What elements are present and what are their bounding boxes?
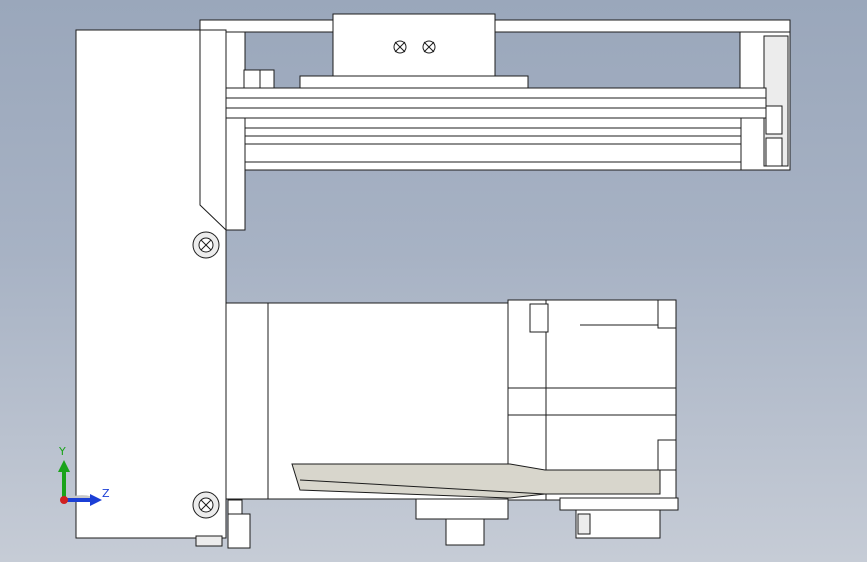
rail-bolt [259, 69, 275, 89]
rail-bolt [243, 69, 261, 89]
gearbox-body [507, 299, 677, 501]
gearbox-bolt [657, 439, 677, 471]
motor-assembly [225, 299, 679, 546]
carriage-screw-icon [422, 40, 436, 54]
rail-main-beam [203, 87, 767, 119]
column-screw-upper-icon [192, 231, 220, 259]
carriage-screw-icon [393, 40, 407, 54]
connector-pin [577, 513, 591, 535]
column-foot [195, 535, 223, 547]
slider-carriage [332, 13, 496, 81]
motor-connector [415, 498, 509, 520]
motor-cable [291, 463, 661, 499]
coordinate-triad: Y Z [58, 445, 110, 506]
vertical-column [75, 29, 251, 549]
column-body [75, 29, 227, 539]
end-bolt [765, 137, 783, 167]
column-screw-lower-icon [192, 491, 220, 519]
y-axis-label: Y [58, 445, 66, 458]
end-bolt [765, 105, 783, 135]
gearbox-bolt [657, 299, 677, 329]
gearbox-bolt [529, 303, 549, 333]
z-axis-label: Z [102, 487, 110, 500]
gearbox-connector [559, 497, 679, 511]
linear-rail-assembly [199, 13, 791, 231]
column-foot-bolt [227, 513, 251, 549]
carriage-base [299, 75, 529, 89]
column-foot-bolt [227, 499, 243, 515]
motor-flange [225, 302, 269, 500]
origin-marker [60, 496, 68, 504]
motor-connector-plug [445, 518, 485, 546]
